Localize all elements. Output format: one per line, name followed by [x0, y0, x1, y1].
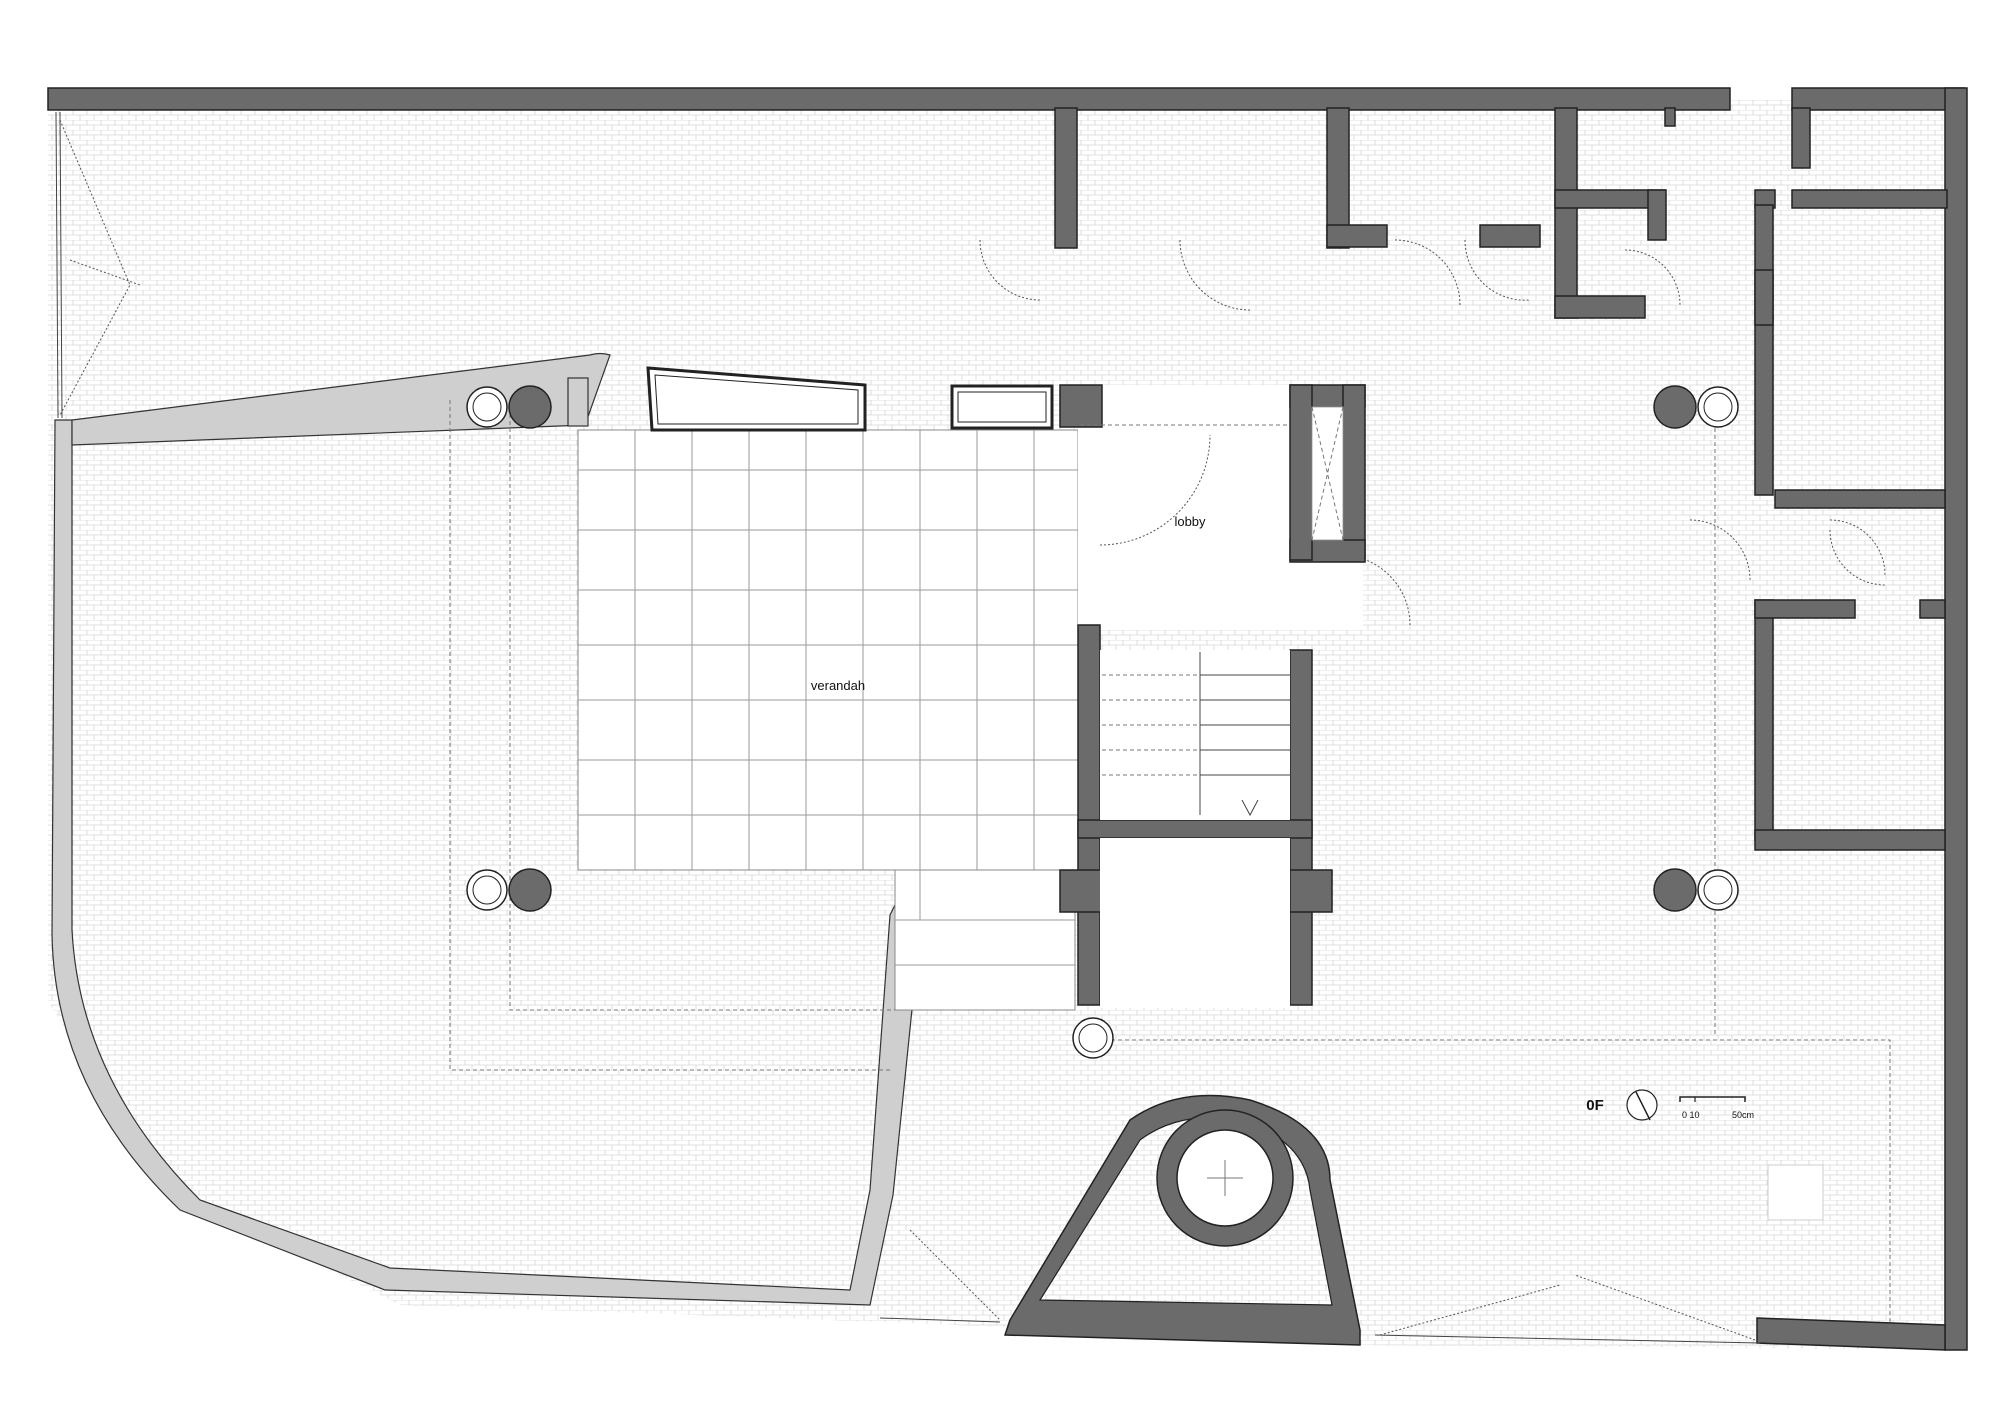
stair-core	[1059, 624, 1333, 1008]
verandah-label: verandah	[811, 678, 865, 693]
scale-start-label: 0 10	[1682, 1110, 1700, 1120]
tree-planter	[1003, 1094, 1361, 1346]
north-rooms	[1054, 107, 1948, 851]
utility-pad	[1767, 1164, 1824, 1221]
north-wall	[47, 87, 1731, 111]
verandah-windows	[646, 366, 1054, 432]
scale-bar	[1679, 1096, 1746, 1102]
south-east-wall	[1756, 1317, 1946, 1351]
north-arrow-icon	[1626, 1089, 1658, 1121]
verandah-steps	[894, 869, 1076, 1011]
roof-outline	[449, 400, 1891, 1330]
south-gates	[879, 1229, 1761, 1344]
verandah-deck	[577, 429, 1079, 871]
lobby-label: lobby	[1174, 514, 1206, 529]
west-gate	[55, 111, 131, 419]
scale-end-label: 50cm	[1732, 1110, 1754, 1120]
floor-label: 0F	[1586, 1097, 1604, 1114]
columns	[466, 385, 1739, 1059]
lobby-core	[1059, 384, 1366, 630]
north-wall-east	[1791, 87, 1965, 111]
parapet-end	[567, 377, 589, 427]
lobby-door-swing	[1099, 434, 1211, 546]
east-wall	[1944, 87, 1968, 1351]
